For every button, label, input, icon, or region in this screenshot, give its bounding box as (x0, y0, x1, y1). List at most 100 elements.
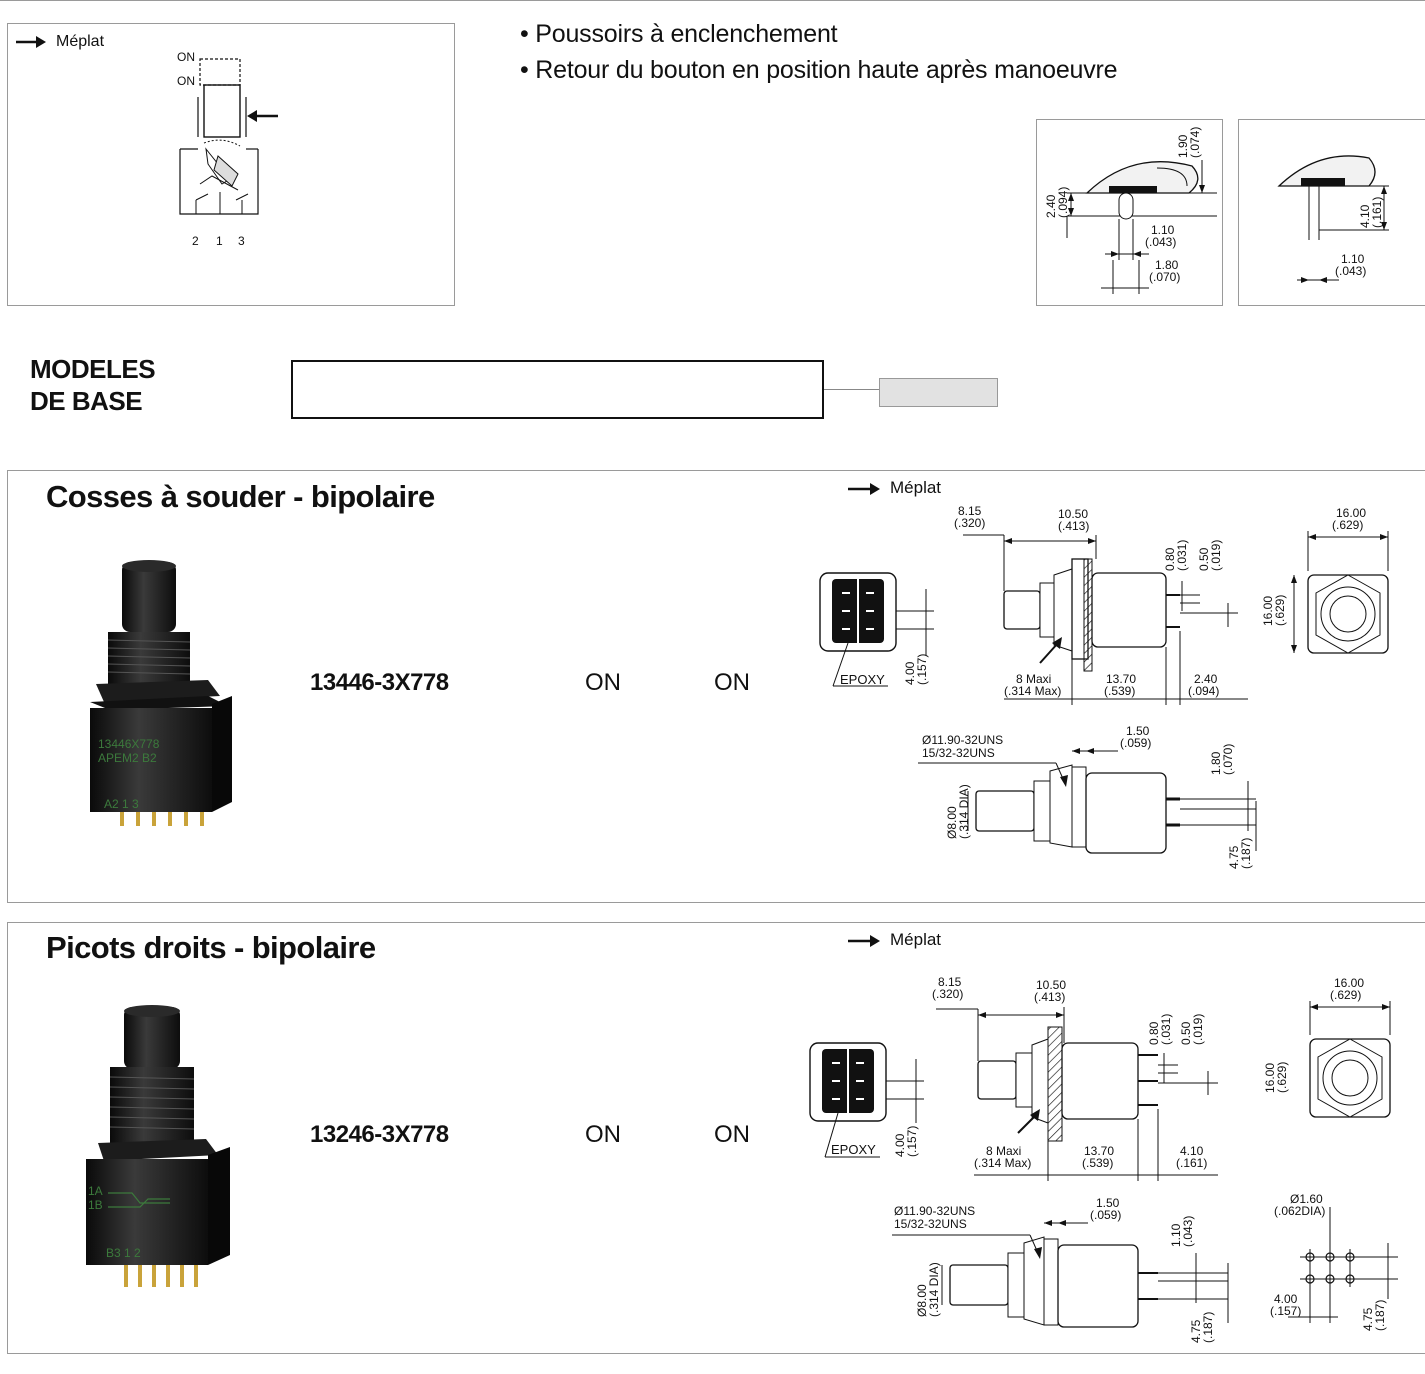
dim-0-80: 0.80 (1163, 547, 1177, 571)
cap-dimension-panel-b: 4.10 (.161) 1.10 (.043) (1238, 119, 1425, 306)
dim-13-70: 13.70 (1084, 1144, 1114, 1158)
cap-a-height-mm: 1.90 (1176, 134, 1190, 158)
cap-dimension-panel-a: 1.90 (.074) 2.40 (.094) 1.10 (.043) 1.80… (1036, 119, 1223, 306)
pin-dia-1-60-in: (.062DIA) (1274, 1204, 1325, 1218)
epoxy-rear-view (819, 572, 897, 687)
side-view (977, 1026, 1158, 1142)
dim-10-50: 10.50 (1058, 507, 1088, 521)
cap-b-len-mm: 4.10 (1358, 204, 1372, 228)
cap-dimension-drawing-a: 1.90 (.074) 2.40 (.094) 1.10 (.043) 1.80… (1044, 127, 1217, 294)
epoxy-label: EPOXY (840, 672, 885, 687)
flat-arrow-icon (848, 935, 880, 947)
photo-marking-2: 1B (88, 1198, 103, 1212)
cap-b-stem-in: (.043) (1335, 264, 1366, 278)
feature-item-1: • Poussoirs à enclenchement (520, 20, 838, 48)
dimension-drawing-solder: Méplat EPOXY 4.00 (.157) (819, 478, 1389, 869)
dim-1-50: 1.50 (1096, 1196, 1120, 1210)
dim-13-70-in: (.539) (1082, 1156, 1113, 1170)
photo-marking-1: 13446X778 (98, 737, 160, 751)
epoxy-rear-view (809, 1042, 887, 1158)
dim-16-00-w: 16.00 (1334, 976, 1364, 990)
dim-pin: 1.80 (1209, 751, 1223, 775)
dim-16-00-h-in: (.629) (1275, 1062, 1289, 1093)
terminal-2-label: 2 (192, 234, 199, 248)
photo-marking-1: 1A (88, 1184, 103, 1198)
dim-1-50-in: (.059) (1090, 1208, 1121, 1222)
dim-0-80-in: (.031) (1159, 1014, 1173, 1045)
dim-13-70-in: (.539) (1104, 684, 1135, 698)
top-rule (0, 0, 1425, 1)
dim-8-maxi: 8 Maxi (1016, 672, 1051, 686)
terminal-1-label: 1 (216, 234, 223, 248)
thread-spec-1: Ø11.90-32UNS (922, 733, 1003, 747)
flat-arrow-icon (848, 483, 880, 495)
dim-16-00-w: 16.00 (1336, 506, 1366, 520)
model-reference: 13246-3X778 (310, 1121, 449, 1148)
pin-pitch-v: 4.75 (1361, 1307, 1375, 1331)
cap-a-stem-mm: 1.10 (1151, 223, 1175, 237)
bottom-view (975, 764, 1256, 854)
cap-a-stem-in: (.043) (1145, 235, 1176, 249)
thread-spec-2: 15/32-32UNS (894, 1217, 967, 1231)
pin-pitch-v-in: (.187) (1373, 1300, 1387, 1331)
dim-1-50: 1.50 (1126, 724, 1150, 738)
dim-0-80-in: (.031) (1175, 540, 1189, 571)
switch-schematic-diagram: Méplat ON ON 2 1 (16, 33, 278, 248)
cap-dimension-drawing-b: 4.10 (.161) 1.10 (.043) (1277, 155, 1389, 283)
dim-8-maxi-in: (.314 Max) (1004, 684, 1061, 698)
dim-pin-in: (.070) (1221, 744, 1235, 775)
dim-1-50-in: (.059) (1120, 736, 1151, 750)
schematic-housing (179, 149, 259, 215)
cap-a-side-in: (.094) (1056, 187, 1070, 218)
dim-dia-8-00: Ø8.00 (945, 806, 959, 839)
product-photo-solder: 13446X778 APEM2 B2 A2 1 3 (90, 560, 232, 826)
dim-8-maxi-in: (.314 Max) (974, 1156, 1031, 1170)
dim-16-00-w-in: (.629) (1330, 988, 1361, 1002)
cap-b-stem-mm: 1.10 (1341, 252, 1365, 266)
photo-marking-3: A2 1 3 (104, 797, 139, 811)
schematic-mechanism (195, 139, 249, 214)
dim-dia-8-00-in: (.314 DIA) (957, 784, 971, 839)
schematic-on-label-2: ON (177, 74, 195, 88)
dim-dia-8-00-in: (.314 DIA) (927, 1262, 941, 1317)
dim-last: 2.40 (1194, 672, 1218, 686)
dim-8-15-in: (.320) (954, 516, 985, 530)
flat-label: Méplat (890, 478, 941, 497)
pin-layout (1288, 1207, 1398, 1323)
dim-16-00-h: 16.00 (1261, 596, 1275, 626)
dim-4-00: 4.00 (903, 661, 917, 685)
models-grey-tab (879, 378, 998, 407)
thread-spec-1: Ø11.90-32UNS (894, 1204, 975, 1218)
pin-dia-1-60: Ø1.60 (1290, 1192, 1323, 1206)
photo-marking-3: B3 1 2 (106, 1246, 141, 1260)
models-title-line-2: DE BASE (30, 386, 143, 416)
models-connector-line (824, 389, 880, 390)
section-title: Cosses à souder - bipolaire (46, 479, 435, 514)
position-state-1: ON (585, 1121, 621, 1148)
dim-10-50: 10.50 (1036, 978, 1066, 992)
bottom-view (949, 1236, 1228, 1328)
cap-a-side-mm: 2.40 (1044, 194, 1058, 218)
models-header-frame (291, 360, 824, 419)
position-state-2: ON (714, 669, 750, 696)
dim-0-50-in: (.019) (1191, 1014, 1205, 1045)
dim-last: 4.10 (1180, 1144, 1204, 1158)
dim-4-75: 4.75 (1189, 1319, 1203, 1343)
cap-a-height-in: (.074) (1188, 127, 1202, 158)
schematic-plunger (203, 84, 241, 138)
dim-4-00-in: (.157) (905, 1126, 919, 1157)
feature-item-2: • Retour du bouton en position haute apr… (520, 56, 1118, 84)
section-solder-lugs: Cosses à souder - bipolaire 13446X778 AP… (7, 470, 1425, 903)
cap-a-base-mm: 1.80 (1155, 258, 1179, 272)
position-state-1: ON (585, 669, 621, 696)
cap-b-len-in: (.161) (1370, 197, 1384, 228)
front-view (1309, 1038, 1391, 1118)
terminal-3-label: 3 (238, 234, 245, 248)
press-arrow-icon (247, 110, 278, 122)
position-state-2: ON (714, 1121, 750, 1148)
dim-0-50: 0.50 (1197, 547, 1211, 571)
dim-16-00-h: 16.00 (1263, 1063, 1277, 1093)
dim-pin: 1.10 (1169, 1223, 1183, 1247)
flat-label: Méplat (890, 930, 941, 949)
section-straight-pins: Picots droits - bipolaire 1A 1B B3 1 2 1… (7, 922, 1425, 1354)
